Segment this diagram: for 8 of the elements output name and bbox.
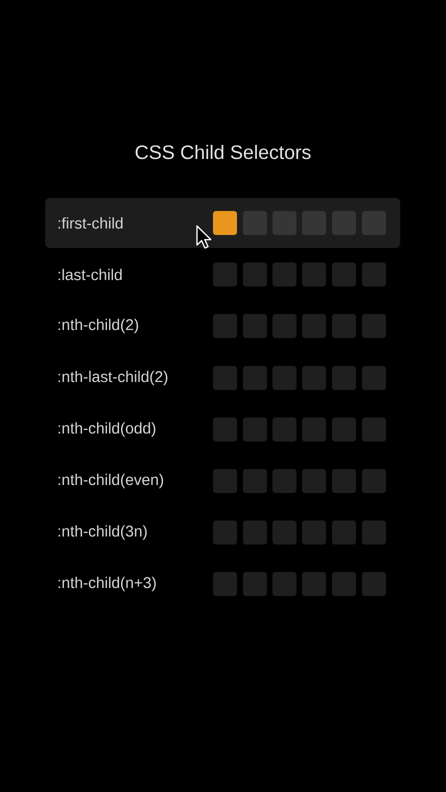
selector-label: :nth-child(2) <box>58 318 138 334</box>
selector-label: :nth-child(3n) <box>58 525 147 540</box>
selector-label: :nth-child(even) <box>58 474 164 488</box>
selector-label: :nth-child(n+3) <box>58 576 156 592</box>
selector-label: :nth-child(odd) <box>58 422 156 437</box>
selector-label: :last-child <box>58 268 122 280</box>
selector-label: :nth-last-child(2) <box>58 370 168 386</box>
title: CSS Child Selectors <box>136 144 311 160</box>
